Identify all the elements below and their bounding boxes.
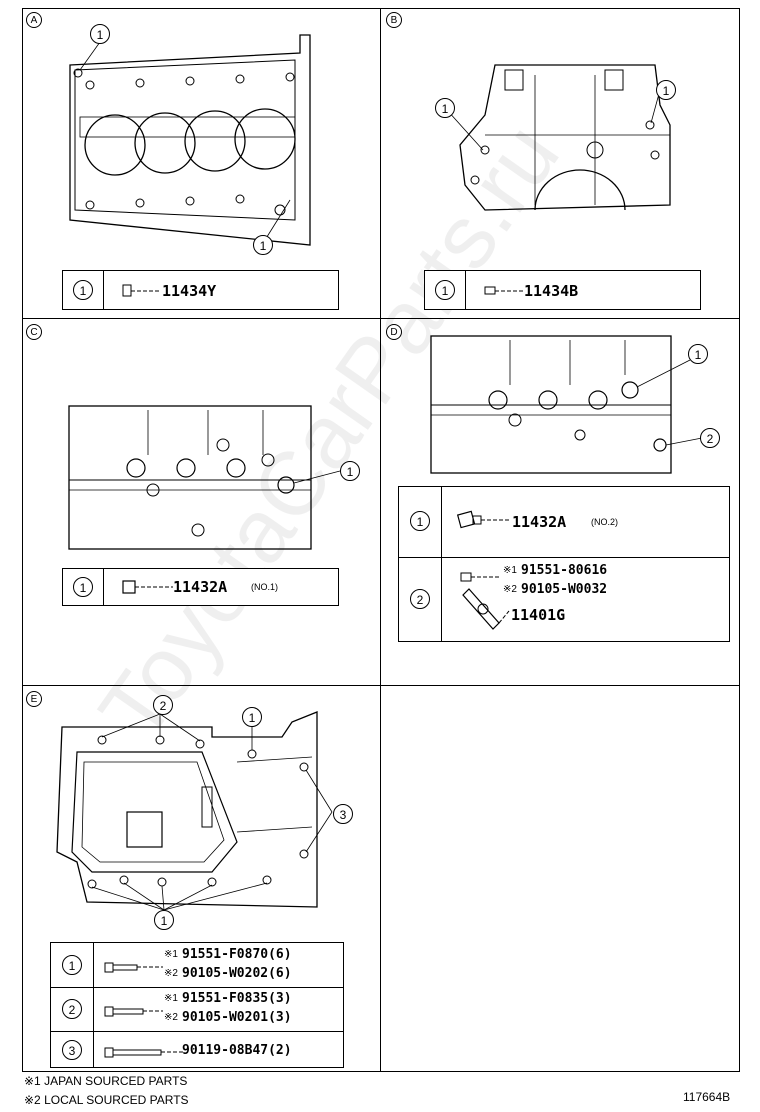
bolt-number-90105-w0202: 90105-W0202(6): [182, 966, 292, 981]
section-d-callout-2: 2: [700, 428, 720, 448]
part-number-11434y: 11434Y: [162, 282, 217, 300]
section-a-callout-bottom: 1: [253, 235, 273, 255]
cylinder-block-rear-view: [446, 64, 671, 211]
footnote-japan-sourced: ※1 JAPAN SOURCED PARTS: [24, 1074, 188, 1088]
plug-icon: [484, 286, 523, 295]
bolt-number-91551-80616: 91551-80616: [521, 563, 608, 578]
section-e-callout-1-top: 1: [242, 707, 262, 727]
cylinder-block-side-view-c: [68, 405, 341, 550]
section-a-callout-top: 1: [90, 24, 110, 44]
bolt-number-91551-f0870: 91551-F0870(6): [182, 947, 292, 962]
section-d-callout-1: 1: [688, 344, 708, 364]
section-c-table-index: 1: [73, 577, 93, 597]
cylinder-block-side-view-d: [430, 335, 703, 474]
bolt-number-90105-w0032: 90105-W0032: [521, 582, 608, 597]
row-divider-1: [22, 318, 740, 319]
oil-pan-bottom-view: [56, 711, 333, 911]
mark-local-2: ※2: [503, 584, 517, 595]
section-d-table-index-1: 1: [410, 511, 430, 531]
part-number-11434b: 11434B: [524, 282, 579, 300]
section-e-callout-3: 3: [333, 804, 353, 824]
sensor-and-bolt-icon: [460, 572, 510, 630]
figure-id: 117664B: [683, 1090, 731, 1104]
cylinder-block-top-view: [69, 34, 311, 246]
section-d-table-index-2: 2: [410, 589, 430, 609]
part-number-11432a-no2: 11432A: [512, 513, 567, 531]
section-e-callout-1-bottom: 1: [154, 910, 174, 930]
section-a-table-index: 1: [73, 280, 93, 300]
column-divider: [380, 8, 381, 1072]
section-b-table-index: 1: [435, 280, 455, 300]
section-b-letter: B: [386, 12, 402, 28]
section-c-callout: 1: [340, 461, 360, 481]
section-c-parts-table: 1 11432A (NO.1): [62, 568, 339, 606]
bolt-icon: [104, 962, 163, 973]
section-e-table-index-3: 3: [62, 1040, 82, 1060]
plug-icon: [456, 510, 510, 529]
bolt-number-90119-08b47: 90119-08B47(2): [182, 1043, 292, 1058]
footnote-local-sourced: ※2 LOCAL SOURCED PARTS: [24, 1093, 189, 1107]
plug-icon: [122, 284, 161, 297]
mark-japan-row1: ※1: [164, 949, 178, 960]
part-note-no2: (NO.2): [591, 517, 618, 527]
section-b-callout-left: 1: [435, 98, 455, 118]
mark-local-row2: ※2: [164, 1012, 178, 1023]
section-c-letter: C: [26, 324, 42, 340]
section-e-table-index-2: 2: [62, 999, 82, 1019]
section-a-parts-table: 1 11434Y: [62, 270, 339, 310]
mark-japan-row2: ※1: [164, 993, 178, 1004]
section-a-letter: A: [26, 12, 42, 28]
bolt-icon: [104, 1006, 163, 1017]
part-note-no1: (NO.1): [251, 582, 278, 592]
row-divider-2: [22, 685, 740, 686]
part-number-11432a-no1: 11432A: [173, 578, 228, 596]
section-e-table-index-1: 1: [62, 955, 82, 975]
plug-icon: [122, 580, 173, 594]
mark-japan-1: ※1: [503, 565, 517, 576]
section-e-callout-2: 2: [153, 695, 173, 715]
mark-local-row1: ※2: [164, 968, 178, 979]
section-d-letter: D: [386, 324, 402, 340]
section-d-parts-table: 1 11432A (NO.2) 2 ※1 91551-80616 ※2 9010…: [398, 486, 730, 642]
bolt-number-90105-w0201: 90105-W0201(3): [182, 1010, 292, 1025]
stud-bolt-icon: [104, 1047, 183, 1058]
part-number-11401g: 11401G: [511, 606, 566, 624]
section-b-callout-right: 1: [656, 80, 676, 100]
section-e-parts-table: 1 ※1 91551-F0870(6) ※2 90105-W0202(6) 2 …: [50, 942, 344, 1068]
bolt-number-91551-f0835: 91551-F0835(3): [182, 991, 292, 1006]
section-e-letter: E: [26, 691, 42, 707]
diagram-frame: [22, 8, 740, 1072]
section-b-parts-table: 1 11434B: [424, 270, 701, 310]
